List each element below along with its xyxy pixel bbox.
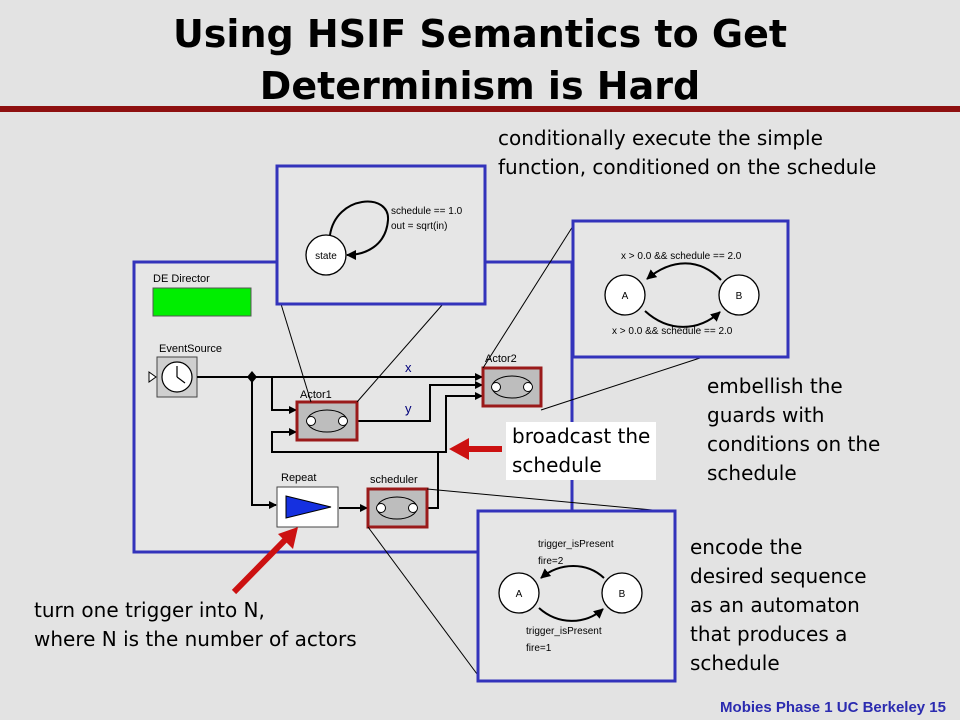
fsm-simple-guard: schedule == 1.0 [391,206,463,217]
fsm-simple-state-label: state [315,251,337,262]
scheduler-label: scheduler [370,474,418,486]
actor2-label: Actor2 [485,353,517,365]
trigger-arrow [231,527,298,595]
fsm-simple-state[interactable]: state [305,234,347,276]
broadcast-arrow [449,438,502,460]
actor2-block[interactable] [481,366,543,408]
port-x-label: x [405,360,412,375]
note-embellish: embellish the guards with conditions on … [707,374,881,485]
fsm-guards-state-b[interactable]: B [718,274,760,316]
actor1-block[interactable] [295,400,359,442]
event-source-label: EventSource [159,343,222,355]
scheduler-block[interactable] [366,487,429,529]
fsm-schedule-state-b[interactable]: B [601,572,643,614]
fsm-simple-self-loop [329,200,390,260]
fsm-simple-action: out = sqrt(in) [391,221,447,232]
repeat-block[interactable] [276,486,339,528]
fsm-guards-state-a-label: A [622,291,629,302]
fork-diamond [247,371,257,383]
actor1-label: Actor1 [300,389,332,401]
slide-footer: Mobies Phase 1 UC Berkeley 15 [720,699,946,716]
title-rule [0,106,960,112]
fsm-guards-state-a[interactable]: A [604,274,646,316]
fsm-schedule-transition-bottom [538,607,604,622]
fsm-guards-top-guard: x > 0.0 && schedule == 2.0 [621,251,742,262]
director-label: DE Director [153,273,210,285]
fsm-schedule-state-b-label: B [619,589,626,600]
repeat-label: Repeat [281,472,316,484]
note-encode: encode the desired sequence as an automa… [690,535,867,675]
fsm-guards-transition-top [646,262,722,281]
fsm-simple-panel [275,164,487,306]
callout-lines [280,225,701,679]
slide-title: Using HSIF Semantics to Get Determinism … [0,8,960,112]
title-line-1: Using HSIF Semantics to Get [172,12,788,56]
model-wires [197,373,483,512]
fsm-guards-transition-bottom [644,310,721,328]
fsm-schedule-top-guard: trigger_isPresent [538,539,614,550]
port-y-label: y [405,401,412,416]
fsm-schedule-state-a[interactable]: A [498,572,540,614]
fsm-schedule-bottom-action: fire=1 [526,643,552,654]
fsm-schedule-transition-top [540,565,605,579]
fsm-schedule-state-a-label: A [516,589,523,600]
note-broadcast: broadcast the schedule [506,422,657,480]
title-line-2: Determinism is Hard [259,64,701,108]
fsm-schedule-bottom-guard: trigger_isPresent [526,626,602,637]
fsm-guards-bottom-guard: x > 0.0 && schedule == 2.0 [612,326,733,337]
note-conditional: conditionally execute the simple functio… [498,126,877,179]
note-turn-trigger: turn one trigger into N, where N is the … [34,598,357,651]
fsm-schedule-top-action: fire=2 [538,556,564,567]
fsm-guards-state-b-label: B [736,291,743,302]
director-block[interactable] [152,287,252,317]
